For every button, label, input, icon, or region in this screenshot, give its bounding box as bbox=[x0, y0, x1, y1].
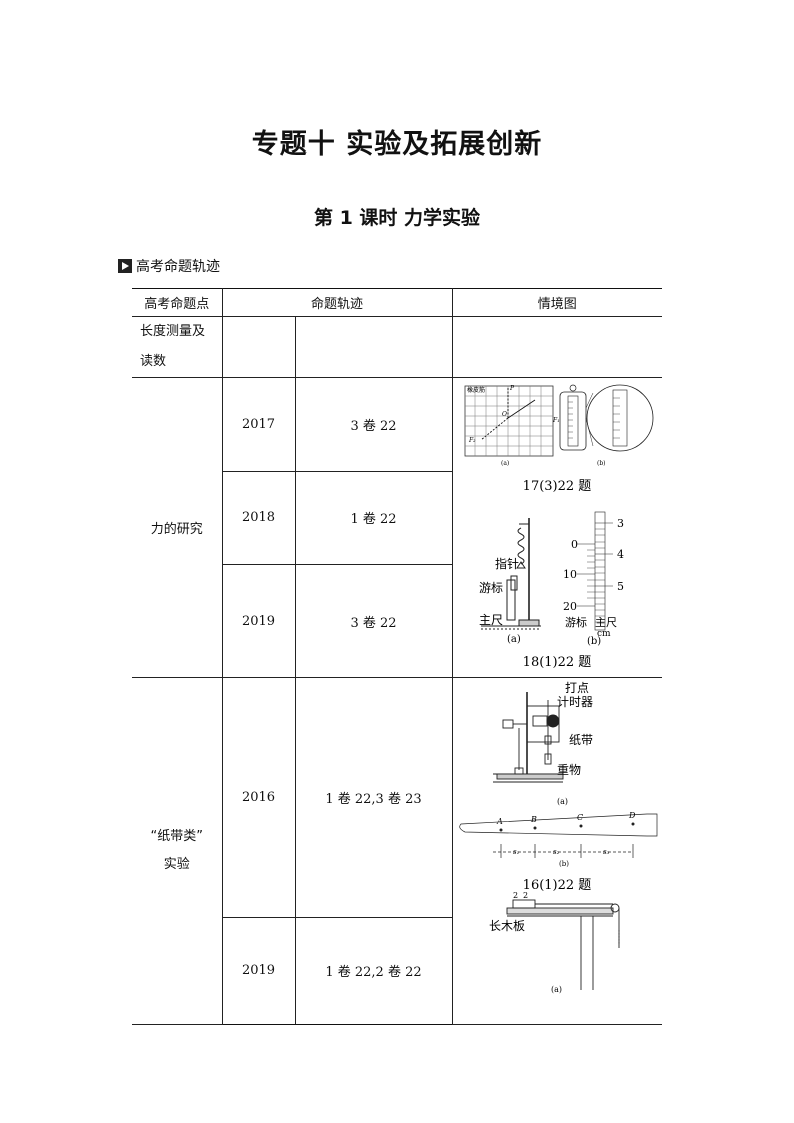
section-heading: 高考命题轨迹 bbox=[118, 256, 220, 276]
svg-text:(b): (b) bbox=[597, 460, 606, 467]
topic-tape: “纸带类” 实验 bbox=[132, 677, 223, 1025]
table-row: 2019 3 卷 22 bbox=[132, 564, 662, 678]
year-cell: 2017 bbox=[221, 377, 296, 472]
svg-text:计时器: 计时器 bbox=[557, 695, 593, 709]
svg-text:s₂: s₂ bbox=[553, 848, 560, 856]
svg-text:s₃: s₃ bbox=[603, 848, 610, 856]
svg-text:5: 5 bbox=[617, 580, 624, 593]
track-cell: 1 卷 22,2 卷 22 bbox=[294, 916, 452, 1026]
svg-text:游标: 游标 bbox=[565, 615, 587, 629]
force-figures: 橡皮筋 P O F₂ (a) bbox=[464, 384, 654, 670]
svg-text:打点: 打点 bbox=[565, 681, 589, 695]
empty-cell bbox=[221, 316, 296, 378]
table-row: 力的研究 2017 3 卷 22 橡皮筋 bbox=[132, 377, 662, 678]
svg-text:s₁: s₁ bbox=[513, 848, 520, 856]
exam-track-table: 高考命题点 命题轨迹 情境图 长度测量及读数 力的研究 2017 3 卷 22 bbox=[132, 288, 662, 1026]
svg-text:主尺: 主尺 bbox=[595, 616, 617, 629]
year-cell: 2016 bbox=[221, 677, 296, 918]
svg-text:F₂: F₂ bbox=[468, 437, 476, 444]
header-topic: 高考命题点 bbox=[132, 288, 223, 317]
figure-caption: 16(1)22 题 bbox=[523, 878, 592, 893]
header-figure: 情境图 bbox=[451, 288, 662, 317]
year-cell: 2019 bbox=[222, 916, 296, 1026]
svg-text:(a): (a) bbox=[501, 460, 509, 467]
topic-length: 长度测量及读数 bbox=[132, 316, 223, 378]
fig2-vernier-label: 游标 bbox=[479, 581, 503, 595]
vernier-scale-figure bbox=[577, 511, 614, 631]
table-row: 2018 1 卷 22 bbox=[132, 470, 662, 566]
svg-text:20: 20 bbox=[563, 600, 577, 613]
topic-force: 力的研究 bbox=[132, 377, 223, 678]
svg-text:3: 3 bbox=[617, 517, 624, 530]
year-cell: 2018 bbox=[222, 470, 296, 566]
svg-text:(a): (a) bbox=[507, 634, 521, 645]
svg-text:A: A bbox=[496, 817, 503, 826]
svg-text:O: O bbox=[502, 411, 507, 418]
section-label: 高考命题轨迹 bbox=[136, 259, 220, 275]
svg-text:(a): (a) bbox=[557, 797, 568, 806]
table-row: 长度测量及读数 bbox=[132, 316, 662, 378]
svg-text:长木板: 长木板 bbox=[489, 919, 525, 933]
svg-text:纸带: 纸带 bbox=[569, 733, 593, 747]
svg-text:10: 10 bbox=[563, 568, 577, 581]
svg-text:2: 2 bbox=[523, 891, 528, 900]
svg-text:cm: cm bbox=[597, 629, 611, 639]
svg-text:重物: 重物 bbox=[557, 763, 581, 777]
svg-text:(a): (a) bbox=[551, 985, 562, 994]
empty-cell bbox=[294, 316, 453, 378]
figure-cell-force: 橡皮筋 P O F₂ (a) bbox=[451, 377, 662, 678]
figure-caption: 17(3)22 题 bbox=[523, 479, 592, 494]
board-figure bbox=[506, 899, 620, 990]
track-cell: 3 卷 22 bbox=[294, 564, 452, 678]
board-mass-label: 2 bbox=[513, 891, 518, 900]
svg-text:0: 0 bbox=[571, 538, 578, 551]
track-cell: 1 卷 22,3 卷 23 bbox=[294, 677, 453, 918]
table-row: 2019 1 卷 22,2 卷 22 bbox=[132, 916, 662, 1026]
svg-text:F₁: F₁ bbox=[552, 417, 560, 424]
svg-text:(b): (b) bbox=[559, 860, 569, 868]
spring-scale-figure bbox=[559, 384, 654, 452]
lesson-subtitle: 第 1 课时 力学实验 bbox=[313, 207, 481, 229]
tape-figures: 打点 计时器 纸带 重物 (a) A B C D s₁ s₂ bbox=[459, 681, 658, 994]
track-cell: 3 卷 22 bbox=[294, 377, 453, 472]
track-cell: 1 卷 22 bbox=[294, 470, 452, 566]
svg-text:P: P bbox=[509, 385, 515, 392]
figure-caption: 18(1)22 题 bbox=[523, 655, 592, 670]
year-cell: 2019 bbox=[222, 564, 296, 678]
fig2-main-label: 主尺 bbox=[479, 613, 503, 627]
empty-cell bbox=[451, 316, 662, 378]
grid-figure bbox=[464, 385, 554, 457]
tape-strip bbox=[459, 813, 658, 858]
timer-figure bbox=[493, 692, 564, 783]
page-title: 专题十 实验及拓展创新 bbox=[251, 129, 543, 160]
fig1-board-label: 橡皮筋 bbox=[467, 386, 485, 394]
spring-stand-figure bbox=[481, 518, 542, 630]
svg-text:4: 4 bbox=[617, 548, 624, 561]
svg-text:(b): (b) bbox=[587, 636, 601, 647]
svg-text:C: C bbox=[577, 813, 583, 822]
fig2-pointer-label: 指针 bbox=[495, 556, 519, 571]
play-marker-icon bbox=[118, 259, 132, 273]
table-row: “纸带类” 实验 2016 1 卷 22,3 卷 23 bbox=[132, 677, 662, 1025]
svg-text:D: D bbox=[628, 811, 636, 820]
table-header-row: 高考命题点 命题轨迹 情境图 bbox=[132, 288, 662, 317]
svg-text:B: B bbox=[530, 815, 537, 824]
header-track: 命题轨迹 bbox=[221, 288, 453, 317]
figure-cell-tape: 打点 计时器 纸带 重物 (a) A B C D s₁ s₂ bbox=[451, 677, 662, 1025]
